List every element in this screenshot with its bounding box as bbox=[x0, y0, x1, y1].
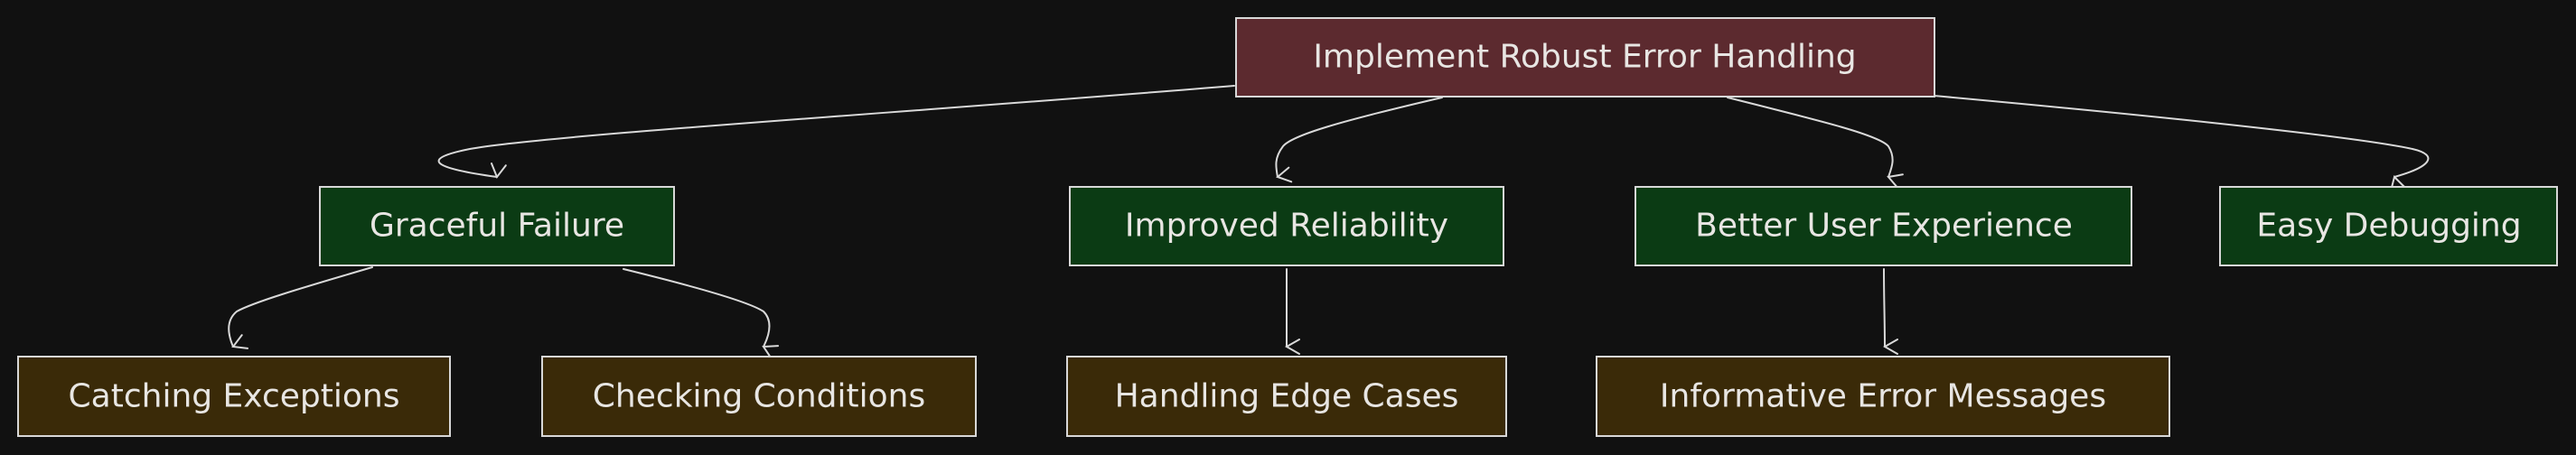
node-easy-debugging: Easy Debugging bbox=[2219, 186, 2558, 266]
node-better-user-experience: Better User Experience bbox=[1635, 186, 2132, 266]
better-user-experience-label: Better User Experience bbox=[1695, 208, 2073, 245]
handling-edge-cases-box bbox=[1066, 356, 1507, 437]
edge-root-to-easy-debugging bbox=[1933, 95, 2430, 177]
edge-root-to-improved-reliability bbox=[1275, 97, 1443, 177]
easy-debugging-box bbox=[2219, 186, 2558, 266]
node-improved-reliability: Improved Reliability bbox=[1069, 186, 1504, 266]
node-handling-edge-cases: Handling Edge Cases bbox=[1066, 356, 1507, 437]
edge-graceful-failure-to-checking-conditions bbox=[623, 268, 769, 347]
graceful-failure-box bbox=[319, 186, 675, 266]
catching-exceptions-box bbox=[17, 356, 451, 437]
node-informative-error-messages: Informative Error Messages bbox=[1596, 356, 2170, 437]
checking-conditions-box bbox=[541, 356, 977, 437]
graceful-failure-label: Graceful Failure bbox=[370, 208, 624, 245]
node-root: Implement Robust Error Handling bbox=[1235, 17, 1935, 98]
edges bbox=[228, 85, 2430, 347]
checking-conditions-label: Checking Conditions bbox=[593, 378, 925, 415]
edge-root-to-better-user-experience bbox=[1727, 97, 1893, 177]
root-label: Implement Robust Error Handling bbox=[1313, 39, 1856, 76]
edge-root-to-graceful-failure bbox=[437, 85, 1235, 177]
informative-error-messages-box bbox=[1596, 356, 2170, 437]
improved-reliability-label: Improved Reliability bbox=[1125, 208, 1448, 245]
handling-edge-cases-label: Handling Edge Cases bbox=[1115, 378, 1459, 415]
edge-graceful-failure-to-catching-exceptions bbox=[228, 266, 373, 347]
node-graceful-failure: Graceful Failure bbox=[319, 186, 675, 266]
better-user-experience-box bbox=[1635, 186, 2132, 266]
node-checking-conditions: Checking Conditions bbox=[541, 356, 977, 437]
root-box bbox=[1235, 17, 1935, 98]
edge-better-user-experience-to-informative-error-messages bbox=[1884, 268, 1885, 347]
node-catching-exceptions: Catching Exceptions bbox=[17, 356, 451, 437]
informative-error-messages-label: Informative Error Messages bbox=[1660, 378, 2106, 415]
easy-debugging-label: Easy Debugging bbox=[2256, 208, 2521, 245]
improved-reliability-box bbox=[1069, 186, 1504, 266]
catching-exceptions-label: Catching Exceptions bbox=[69, 378, 400, 415]
